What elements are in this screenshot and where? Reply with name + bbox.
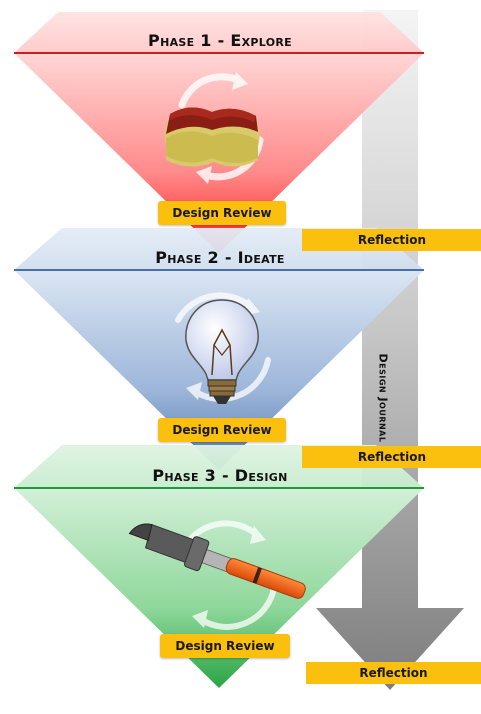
reflection-tag-2: Reflection xyxy=(302,446,481,468)
design-journal-arrow xyxy=(316,10,464,690)
hammer-icon xyxy=(128,523,306,599)
design-review-tag-2: Design Review xyxy=(158,418,286,442)
phase-1-title: Phase 1 - Explore xyxy=(148,31,292,50)
cycle-arrows-icon xyxy=(175,292,271,402)
design-journal-label: Design Journal xyxy=(376,353,390,443)
phase-2-title: Phase 2 - Ideate xyxy=(155,248,285,267)
reflection-tag-3: Reflection xyxy=(306,662,481,684)
lightbulb-icon xyxy=(185,299,259,404)
design-review-tag-1: Design Review xyxy=(158,201,286,225)
reflection-tag-1: Reflection xyxy=(302,229,481,251)
design-journal-label-box: Design Journal xyxy=(368,318,398,478)
phase-3-title: Phase 3 - Design xyxy=(152,466,288,485)
design-review-tag-3: Design Review xyxy=(160,634,290,658)
sponge-icon xyxy=(164,107,260,167)
